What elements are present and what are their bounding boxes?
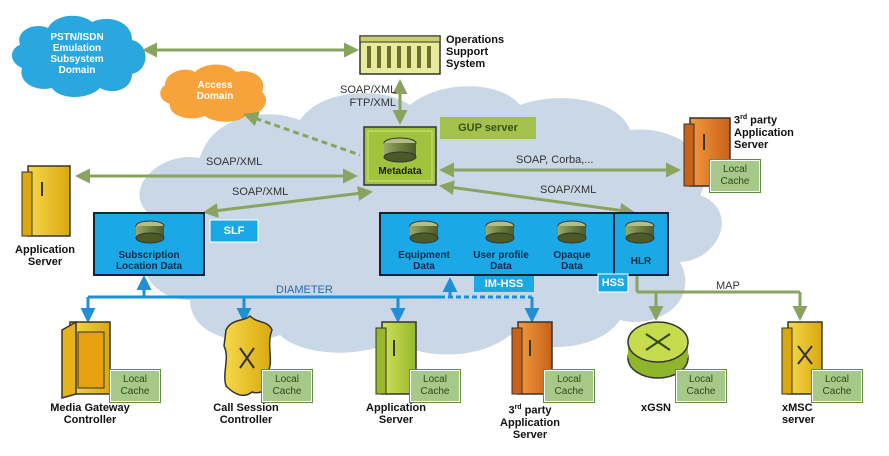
soap-left-label: SOAP/XML bbox=[206, 156, 263, 168]
local-cache-mgc: Local Cache bbox=[109, 369, 161, 403]
access-cloud bbox=[160, 64, 267, 122]
third-party-bottom-icon bbox=[511, 321, 553, 395]
hss-tag: HSS bbox=[601, 277, 625, 289]
metadata-label: Metadata bbox=[378, 166, 422, 177]
third-party-bottom-label: 3rd party Application Server bbox=[500, 404, 560, 441]
local-cache-xgsn: Local Cache bbox=[675, 369, 727, 403]
hss-tag-bg bbox=[597, 273, 629, 293]
im-hss-tag-bg bbox=[474, 276, 534, 292]
slf-tag-bg bbox=[209, 219, 259, 243]
user-profile-data-label: User profile Data bbox=[473, 250, 529, 272]
map-label: MAP bbox=[716, 280, 740, 292]
xgsn-router-icon bbox=[627, 321, 689, 379]
gup-server-label: GUP server bbox=[458, 122, 518, 134]
soap-right-label: SOAP/XML bbox=[540, 184, 597, 196]
soap-corba-label: SOAP, Corba,... bbox=[516, 154, 594, 166]
im-hss-box bbox=[379, 212, 615, 276]
oss-rack-icon bbox=[359, 35, 441, 75]
hlr-label: HLR bbox=[630, 256, 652, 267]
csc-label: Call Session Controller bbox=[213, 402, 279, 426]
local-cache-app-bottom: Local Cache bbox=[409, 369, 461, 403]
local-cache-third-bottom: Local Cache bbox=[543, 369, 595, 403]
green-connections bbox=[75, 42, 808, 321]
app-server-bottom-label: Application Server bbox=[366, 402, 426, 426]
access-domain-label: Access Domain bbox=[196, 80, 234, 102]
hlr-box bbox=[613, 212, 669, 276]
app-server-left-icon bbox=[21, 165, 71, 237]
metadata-box bbox=[363, 126, 437, 186]
gup-server-tag-bg bbox=[440, 117, 536, 139]
slf-data-label: Subscription Location Data bbox=[115, 250, 183, 272]
local-cache-top: Local Cache bbox=[709, 159, 761, 193]
pstn-label: PSTN/ISDN Emulation Subsystem Domain bbox=[50, 32, 104, 76]
local-cache-csc: Local Cache bbox=[261, 369, 313, 403]
im-hss-tag: IM-HSS bbox=[484, 278, 524, 290]
third-party-top-label: 3rd party Application Server bbox=[734, 114, 794, 151]
soap-mid-label: SOAP/XML bbox=[232, 186, 289, 198]
opaque-data-label: Opaque Data bbox=[553, 250, 591, 272]
diameter-label: DIAMETER bbox=[276, 284, 333, 296]
oss-label: Operations Support System bbox=[446, 34, 505, 70]
xmsc-label: xMSC server bbox=[782, 402, 816, 426]
soap-ftp-label: SOAP/XML FTP/XML bbox=[340, 84, 397, 109]
slf-tag: SLF bbox=[223, 225, 245, 237]
slf-box bbox=[93, 212, 205, 276]
equipment-data-label: Equipment Data bbox=[398, 250, 450, 272]
diameter-bus bbox=[80, 275, 540, 323]
xgsn-label: xGSN bbox=[641, 402, 671, 414]
local-cache-xmsc: Local Cache bbox=[811, 369, 863, 403]
app-server-left-label: Application Server bbox=[15, 244, 75, 268]
pstn-cloud bbox=[12, 15, 146, 97]
media-gateway-icon bbox=[61, 320, 111, 399]
mgc-label: Media Gateway Controller bbox=[50, 402, 130, 426]
